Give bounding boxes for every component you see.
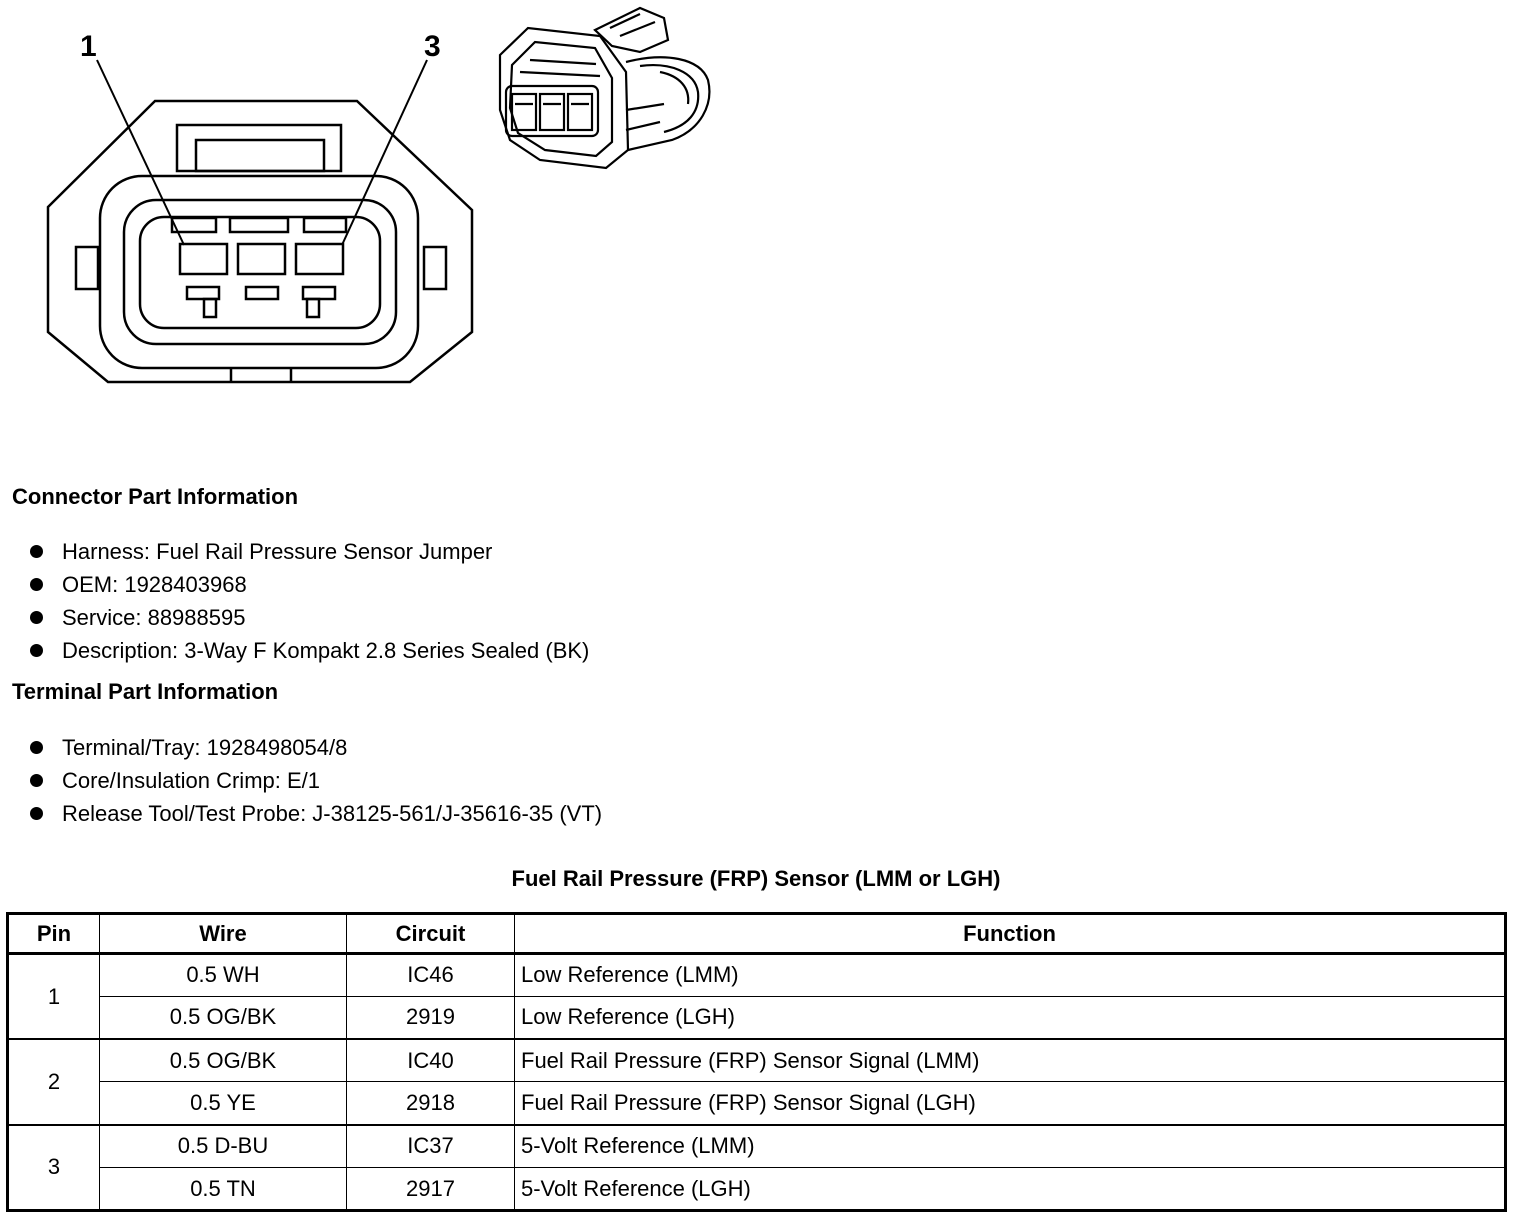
table-row: 0.5 YE 2918 Fuel Rail Pressure (FRP) Sen… xyxy=(8,1081,1506,1126)
function-cell: Low Reference (LGH) xyxy=(514,995,1506,1040)
wire-cell: 0.5 WH xyxy=(99,953,347,997)
column-header-function: Function xyxy=(514,913,1506,955)
bullet-icon xyxy=(30,545,43,558)
bullet-icon xyxy=(30,578,43,591)
function-cell: Fuel Rail Pressure (FRP) Sensor Signal (… xyxy=(514,1081,1506,1126)
callout-1: 1 xyxy=(80,30,97,63)
function-cell: 5-Volt Reference (LGH) xyxy=(514,1167,1506,1211)
list-item: Harness: Fuel Rail Pressure Sensor Jumpe… xyxy=(30,535,589,568)
pin-cell: 3 xyxy=(7,1123,100,1211)
circuit-cell: 2918 xyxy=(346,1081,515,1126)
circuit-cell: 2917 xyxy=(346,1167,515,1211)
connector-isometric-view-icon xyxy=(498,6,711,170)
circuit-cell: 2919 xyxy=(346,995,515,1040)
wire-cell: 0.5 YE xyxy=(99,1081,347,1126)
wire-cell: 0.5 OG/BK xyxy=(99,1038,347,1083)
bullet-icon xyxy=(30,644,43,657)
pin-cell: 1 xyxy=(7,953,100,1040)
function-cell: Fuel Rail Pressure (FRP) Sensor Signal (… xyxy=(514,1038,1506,1083)
connector-part-info-list: Harness: Fuel Rail Pressure Sensor Jumpe… xyxy=(30,535,589,667)
table-row: 3 0.5 D-BU IC37 5-Volt Reference (LMM) xyxy=(7,1123,1506,1211)
connector-part-info-title: Connector Part Information xyxy=(12,484,299,509)
connector-face-view-icon xyxy=(46,59,474,384)
table-row: 0.5 OG/BK 2919 Low Reference (LGH) xyxy=(8,995,1506,1040)
callout-3: 3 xyxy=(424,30,441,63)
table-row: 0.5 TN 2917 5-Volt Reference (LGH) xyxy=(8,1167,1506,1211)
circuit-cell: IC40 xyxy=(346,1038,515,1083)
terminal-part-info-title: Terminal Part Information xyxy=(12,679,279,704)
circuit-cell: IC46 xyxy=(346,953,515,997)
bullet-icon xyxy=(30,611,43,624)
terminal-part-info-list: Terminal/Tray: 1928498054/8 Core/Insulat… xyxy=(30,731,602,830)
list-item: Core/Insulation Crimp: E/1 xyxy=(30,764,602,797)
wire-cell: 0.5 D-BU xyxy=(99,1123,347,1169)
bullet-icon xyxy=(30,741,43,754)
table-header-row: Pin Wire Circuit Function xyxy=(7,913,1506,955)
bullet-icon xyxy=(30,807,43,820)
column-header-pin: Pin xyxy=(7,913,100,955)
wire-cell: 0.5 OG/BK xyxy=(99,995,347,1040)
table-row: 2 0.5 OG/BK IC40 Fuel Rail Pressure (FRP… xyxy=(7,1038,1506,1126)
list-item: Service: 88988595 xyxy=(30,601,589,634)
function-cell: Low Reference (LMM) xyxy=(514,953,1506,997)
pin-cell: 2 xyxy=(7,1038,100,1126)
bullet-icon xyxy=(30,774,43,787)
list-item: Terminal/Tray: 1928498054/8 xyxy=(30,731,602,764)
list-item: Release Tool/Test Probe: J-38125-561/J-3… xyxy=(30,797,602,830)
table-title: Fuel Rail Pressure (FRP) Sensor (LMM or … xyxy=(511,866,1001,891)
table-row: 1 0.5 WH IC46 Low Reference (LMM) xyxy=(7,953,1506,1040)
column-header-wire: Wire xyxy=(99,913,347,955)
function-cell: 5-Volt Reference (LMM) xyxy=(514,1123,1506,1169)
wire-cell: 0.5 TN xyxy=(99,1167,347,1211)
circuit-cell: IC37 xyxy=(346,1123,515,1169)
column-header-circuit: Circuit xyxy=(346,913,515,955)
list-item: OEM: 1928403968 xyxy=(30,568,589,601)
connector-diagram: 1 3 xyxy=(46,6,711,384)
list-item: Description: 3-Way F Kompakt 2.8 Series … xyxy=(30,634,589,667)
pinout-table: Pin Wire Circuit Function 1 0.5 WH IC46 … xyxy=(6,912,1507,1212)
